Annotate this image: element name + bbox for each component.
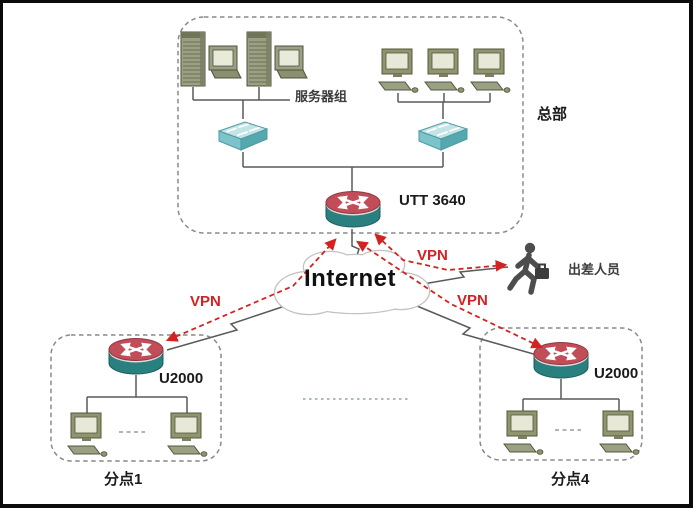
right-switch-icon	[418, 121, 468, 151]
branch1-zone-box	[50, 334, 222, 462]
branch4-pc-icons	[503, 410, 640, 455]
traveler-label: 出差人员	[568, 262, 621, 277]
left-switch-icon	[218, 121, 268, 151]
vpn-tunnels	[165, 233, 544, 349]
vpn-tunnel-branch1	[165, 238, 337, 342]
vpn-label-bottom-right: VPN	[457, 292, 488, 309]
branch1-pc-icons	[67, 412, 208, 457]
vpn-label-left: VPN	[190, 293, 221, 310]
branch1-zone-label: 分点1	[104, 471, 143, 488]
vpn-tunnel-traveler	[374, 233, 508, 272]
desktop-pc-icon	[378, 48, 419, 93]
lan-links	[86, 87, 620, 413]
wan-link-traveler	[422, 266, 509, 285]
desktop-pc-icon	[470, 48, 511, 93]
hq-router-label: UTT 3640	[399, 192, 466, 209]
business-traveler-icon	[510, 243, 549, 292]
branch4-zone-label: 分点4	[551, 471, 590, 488]
hq-zone-box	[177, 16, 524, 234]
server-group-icon	[180, 31, 308, 87]
wan-link-branch1	[166, 303, 292, 351]
hq-router-icon	[326, 192, 380, 228]
branch1-router-icon	[109, 339, 163, 375]
hq-zone-label: 总部	[537, 106, 568, 123]
wan-link-branch4	[416, 305, 538, 356]
hq-workstation-icons	[378, 48, 511, 93]
branch4-router-label: U2000	[594, 365, 639, 382]
diagram-canvas	[50, 16, 643, 462]
branch1-router-label: U2000	[159, 370, 204, 387]
desktop-pc-icon	[424, 48, 465, 93]
internet-label: Internet	[304, 265, 397, 292]
server-group-label: 服务器组	[295, 89, 348, 104]
vpn-label-top-right: VPN	[417, 247, 448, 264]
branch4-zone-box	[479, 327, 643, 461]
branch4-router-icon	[534, 343, 588, 379]
